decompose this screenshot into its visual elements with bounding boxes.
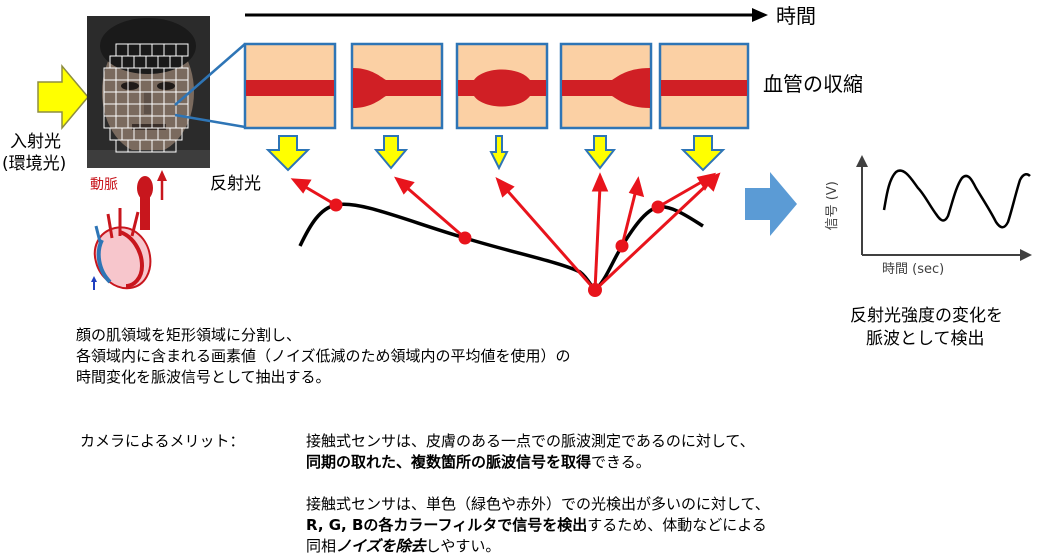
merit-p2-pre: 同相 [306,537,337,555]
merit-p2-rest3: しやすい。 [425,537,501,555]
red-reflection-arrows [290,172,721,292]
right-caption-line1: 反射光強度の変化を [850,306,1003,326]
merit-heading: カメラによるメリット： [80,432,245,450]
merit-p2-line2: R, G, Bの各カラーフィルタで信号を検出するため、体動などによる [306,516,767,534]
result-arrow [745,172,797,236]
vessel-box-5 [658,42,750,130]
vessel-box-1 [243,42,337,130]
incident-light-label: 入射光 [10,132,61,152]
down-arrow-4 [583,135,617,170]
down-arrow-5 [680,135,726,172]
merit-p2-line3: 同相ノイズを除去しやすい。 [306,537,500,555]
reflected-light-label: 反射光 [210,174,261,194]
signal-graph [856,155,1032,261]
merit-p2-italic: ノイズを除去 [336,537,426,555]
merit-p1-rest: できる。 [591,453,651,471]
down-arrow-3 [489,135,509,171]
graph-xlabel: 時間 (sec) [882,262,945,277]
heart-icon [91,208,152,290]
vessel-contraction-label: 血管の収縮 [763,72,863,96]
incident-light-arrow [37,63,89,131]
zoom-lines [174,43,246,129]
merit-p2-bold: R, G, Bの各カラーフィルタで信号を検出 [306,516,588,534]
time-label: 時間 [776,4,816,28]
description-line1: 顔の肌領域を矩形領域に分割し、 [76,326,302,344]
merit-p1-line2: 同期の取れた、複数箇所の脈波信号を取得できる。 [306,453,651,471]
vessel-box-4 [559,42,653,130]
description-line2: 各領域内に含まれる画素値（ノイズ低減のため領域内の平均値を使用）の [76,347,571,365]
down-arrow-1 [265,135,311,172]
graph-ylabel: 信号 (V) [824,181,840,231]
merit-p1-bold: 同期の取れた、複数箇所の脈波信号を取得 [306,453,592,471]
vessel-box-2 [350,42,444,130]
artery-graphic [137,170,167,230]
reflected-light-arrows [265,135,726,172]
reflection-points [329,198,665,297]
merit-p2-rest: するため、体動などによる [587,516,767,534]
ambient-light-label: (環境光) [2,154,67,174]
vessel-boxes [243,42,750,130]
time-axis-arrow [245,8,768,22]
merit-p2-line1: 接触式センサは、単色（緑色や赤外）での光検出が多いのに対して、 [306,495,770,513]
right-caption-line2: 脈波として検出 [866,329,985,349]
description-line3: 時間変化を脈波信号として抽出する。 [76,368,331,386]
down-arrow-2 [373,135,409,170]
signal-trace [882,169,1031,229]
vessel-box-3 [455,42,549,130]
artery-label: 動脈 [90,177,118,193]
merit-p1-line1: 接触式センサは、皮膚のある一点での脈波測定であるのに対して、 [306,432,755,450]
